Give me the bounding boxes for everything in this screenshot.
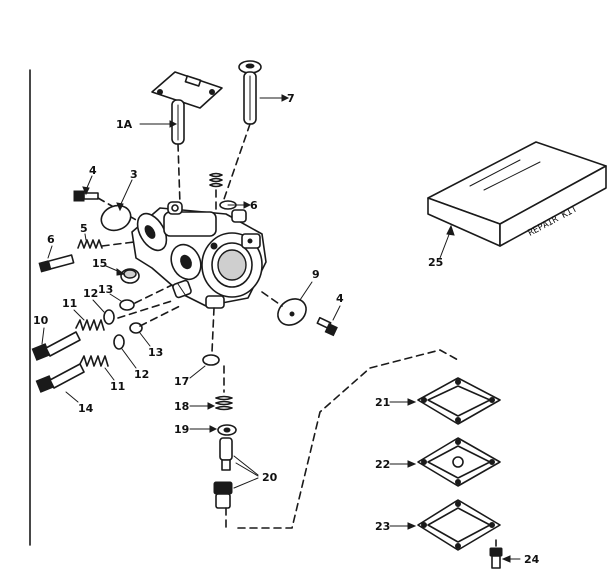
callout-9: 9 — [312, 268, 320, 281]
screw-part-right — [316, 316, 338, 337]
o-ring-part-lower — [129, 322, 143, 334]
callout-12-lower: 12 — [134, 368, 149, 381]
callout-11-upper: 11 — [62, 297, 77, 310]
fitting-part-20 — [213, 437, 233, 509]
idle-spring-part — [209, 172, 237, 210]
throttle-plate-part — [100, 204, 132, 232]
callout-18: 18 — [174, 400, 189, 413]
callout-24: 24 — [524, 553, 540, 566]
idle-screw-part — [38, 254, 75, 273]
callout-19: 19 — [174, 423, 189, 436]
callout-17: 17 — [174, 375, 189, 388]
callout-13-upper: 13 — [98, 283, 113, 296]
washer-part-upper — [103, 309, 115, 325]
spring-part-11-upper — [75, 319, 105, 331]
callout-13-lower: 13 — [148, 346, 163, 359]
needle-part-14 — [35, 363, 85, 393]
callout-10: 10 — [33, 314, 49, 327]
callout-6-left: 6 — [47, 233, 55, 246]
choke-shaft-part — [238, 60, 262, 125]
callout-15: 15 — [92, 257, 107, 270]
welch-plug-part — [120, 268, 140, 284]
screw-part-24 — [489, 547, 503, 569]
callout-21: 21 — [375, 396, 390, 409]
callout-4-right: 4 — [336, 292, 344, 305]
routing-dashed-line — [237, 349, 459, 529]
callout-22: 22 — [375, 458, 390, 471]
o-ring-part-upper — [119, 299, 135, 311]
callout-14: 14 — [78, 402, 94, 415]
callout-6-top: 6 — [250, 199, 258, 212]
washer-part-19 — [217, 424, 237, 436]
spring-part-5 — [77, 239, 103, 249]
callout-3: 3 — [130, 168, 138, 181]
carburetor-body — [131, 201, 267, 309]
seal-part-17 — [202, 354, 220, 366]
cover-part-23 — [417, 499, 501, 551]
diaphragm-part-22 — [417, 437, 501, 487]
callout-23: 23 — [375, 520, 390, 533]
callout-20: 20 — [262, 471, 278, 484]
callout-25: 25 — [428, 256, 443, 269]
callout-11-lower: 11 — [110, 380, 125, 393]
throttle-shaft-part — [151, 71, 223, 145]
spring-part-11-lower — [79, 355, 109, 367]
repair-kit-box: REPAIR KIT — [427, 141, 607, 247]
screw-part-top — [73, 190, 99, 202]
callout-4-top: 4 — [89, 164, 97, 177]
gasket-part-21 — [417, 377, 501, 425]
needle-part-10 — [31, 331, 81, 361]
spring-part-18 — [215, 395, 233, 411]
callout-12-upper: 12 — [83, 287, 98, 300]
callout-1a: 1A — [116, 118, 133, 131]
callout-5: 5 — [80, 222, 88, 235]
washer-part-lower — [113, 334, 125, 350]
callout-7: 7 — [287, 92, 295, 105]
